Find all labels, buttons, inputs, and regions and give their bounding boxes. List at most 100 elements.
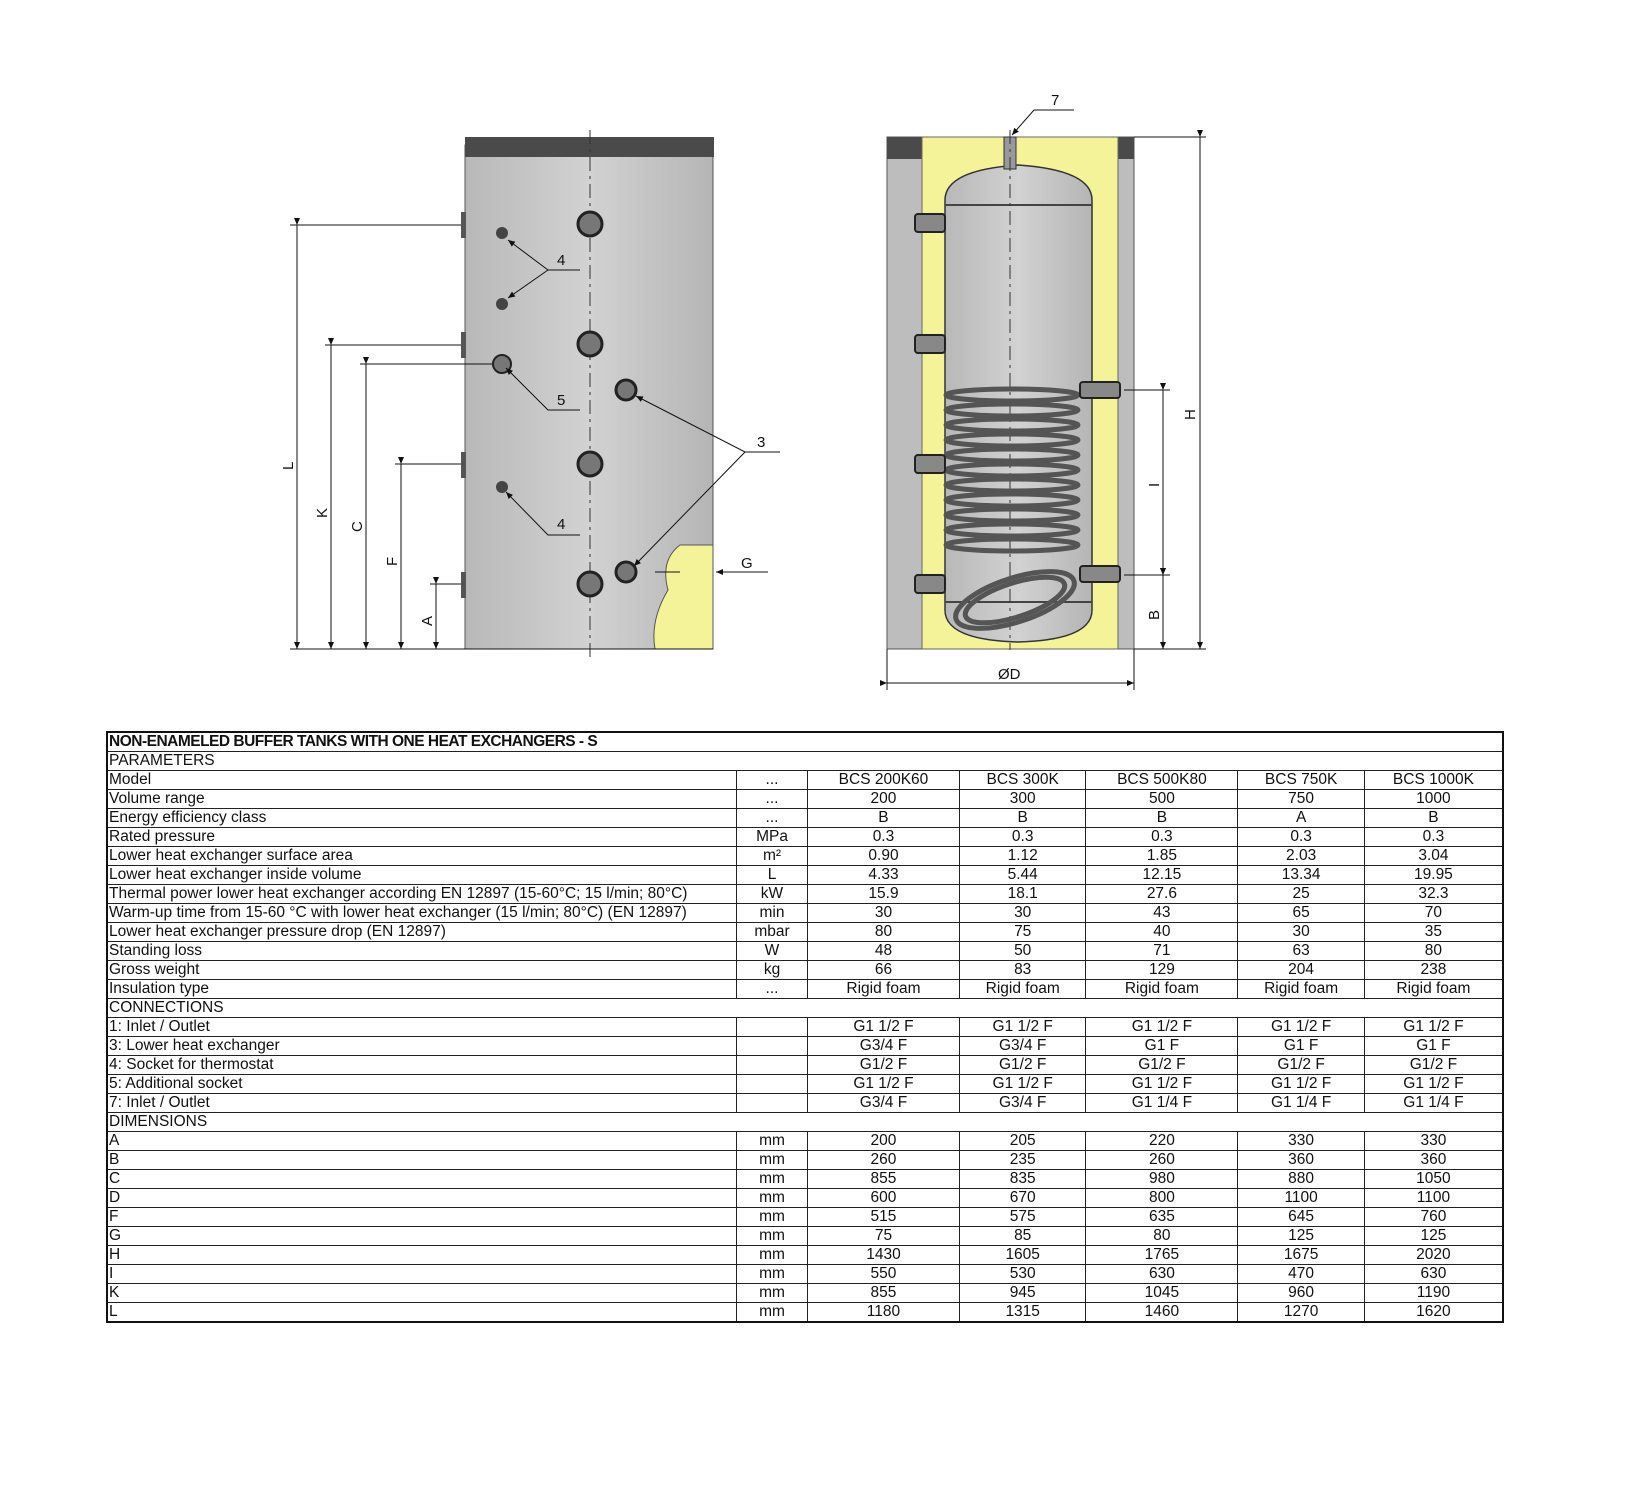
row-label: Model [106,770,737,790]
row-value: BCS 500K80 [1085,770,1239,790]
row-value: 980 [1085,1169,1239,1189]
row-label: I [106,1264,737,1284]
row-value: G1 1/2 F [807,1074,960,1094]
row-value: G1/2 F [1363,1055,1504,1075]
label-L: L [280,462,297,470]
row-label: D [106,1188,737,1208]
row-value: 43 [1085,903,1239,923]
row-value: 85 [958,1226,1087,1246]
row-unit: mm [736,1226,808,1246]
row-unit: ... [736,789,808,809]
row-label: Standing loss [106,941,737,961]
row-value: 0.3 [1085,827,1239,847]
row-value: 835 [958,1169,1087,1189]
row-value: 129 [1085,960,1239,980]
row-value: B [1085,808,1239,828]
row-value: 760 [1363,1207,1504,1227]
row-unit: ... [736,770,808,790]
table-title-row: NON-ENAMELED BUFFER TANKS WITH ONE HEAT … [106,731,1504,752]
row-label: Volume range [106,789,737,809]
row-value: 12.15 [1085,865,1239,885]
row-value: 360 [1363,1150,1504,1170]
row-label: Rated pressure [106,827,737,847]
row-value: G1 1/2 F [1085,1074,1239,1094]
row-value: Rigid foam [1085,979,1239,999]
row-unit: min [736,903,808,923]
row-unit [736,1036,808,1056]
row-value: 1.85 [1085,846,1239,866]
row-value: G1 1/4 F [1363,1093,1504,1113]
row-value: 200 [807,789,960,809]
row-label: F [106,1207,737,1227]
row-label: Lower heat exchanger surface area [106,846,737,866]
row-label: C [106,1169,737,1189]
row-unit: mm [736,1283,808,1303]
row-value: 27.6 [1085,884,1239,904]
section-header: DIMENSIONS [107,1112,1503,1132]
row-value: G3/4 F [958,1036,1087,1056]
row-label: 7: Inlet / Outlet [106,1093,737,1113]
specifications-table: NON-ENAMELED BUFFER TANKS WITH ONE HEAT … [106,731,1504,1323]
row-value: 80 [1363,941,1504,961]
tank-section-view: 7 H I B ØD [880,92,1206,690]
heat-exchanger-socket [614,378,638,402]
row-value: 220 [1085,1131,1239,1151]
table-row: Thermal power lower heat exchanger accor… [106,884,1504,904]
section-header-row: PARAMETERS [107,751,1503,771]
row-value: 300 [958,789,1087,809]
row-unit: mm [736,1302,808,1323]
label-K: K [314,508,331,518]
row-value: G1/2 F [1085,1055,1239,1075]
row-value: 600 [807,1188,960,1208]
row-value: 515 [807,1207,960,1227]
row-value: 238 [1363,960,1504,980]
label-G: G [741,555,753,572]
row-value: 880 [1237,1169,1365,1189]
section-header-row: DIMENSIONS [107,1112,1503,1132]
row-value: B [958,808,1087,828]
row-value: 1190 [1363,1283,1504,1303]
thermostat-socket [496,227,508,239]
row-label: Lower heat exchanger inside volume [106,865,737,885]
row-unit: mm [736,1188,808,1208]
row-value: 70 [1363,903,1504,923]
row-value: 13.34 [1237,865,1365,885]
row-label: Thermal power lower heat exchanger accor… [106,884,737,904]
row-value: 18.1 [958,884,1087,904]
row-value: 550 [807,1264,960,1284]
row-value: 330 [1363,1131,1504,1151]
row-value: 83 [958,960,1087,980]
row-value: 25 [1237,884,1365,904]
row-label: Lower heat exchanger pressure drop (EN 1… [106,922,737,942]
label-A: A [419,616,436,626]
row-label: Insulation type [106,979,737,999]
row-value: G1 1/2 F [807,1017,960,1037]
row-value: 630 [1363,1264,1504,1284]
label-4-bottom: 4 [557,516,565,533]
row-value: G3/4 F [807,1036,960,1056]
row-value: 750 [1237,789,1365,809]
heat-exchanger-socket [614,560,638,584]
row-unit [736,1093,808,1113]
label-B: B [1146,610,1163,620]
row-label: Energy efficiency class [106,808,737,828]
row-value: 1765 [1085,1245,1239,1265]
row-label: Gross weight [106,960,737,980]
row-value: 50 [958,941,1087,961]
row-value: 1045 [1085,1283,1239,1303]
label-4-top: 4 [557,252,565,269]
row-value: G1 F [1085,1036,1239,1056]
row-unit: mm [736,1245,808,1265]
row-value: G1 1/2 F [1237,1074,1365,1094]
row-unit [736,1055,808,1075]
tank-exterior-view: 4 5 4 3 G L K C F A [280,130,780,658]
row-value: Rigid foam [958,979,1087,999]
row-value: Rigid foam [1237,979,1365,999]
